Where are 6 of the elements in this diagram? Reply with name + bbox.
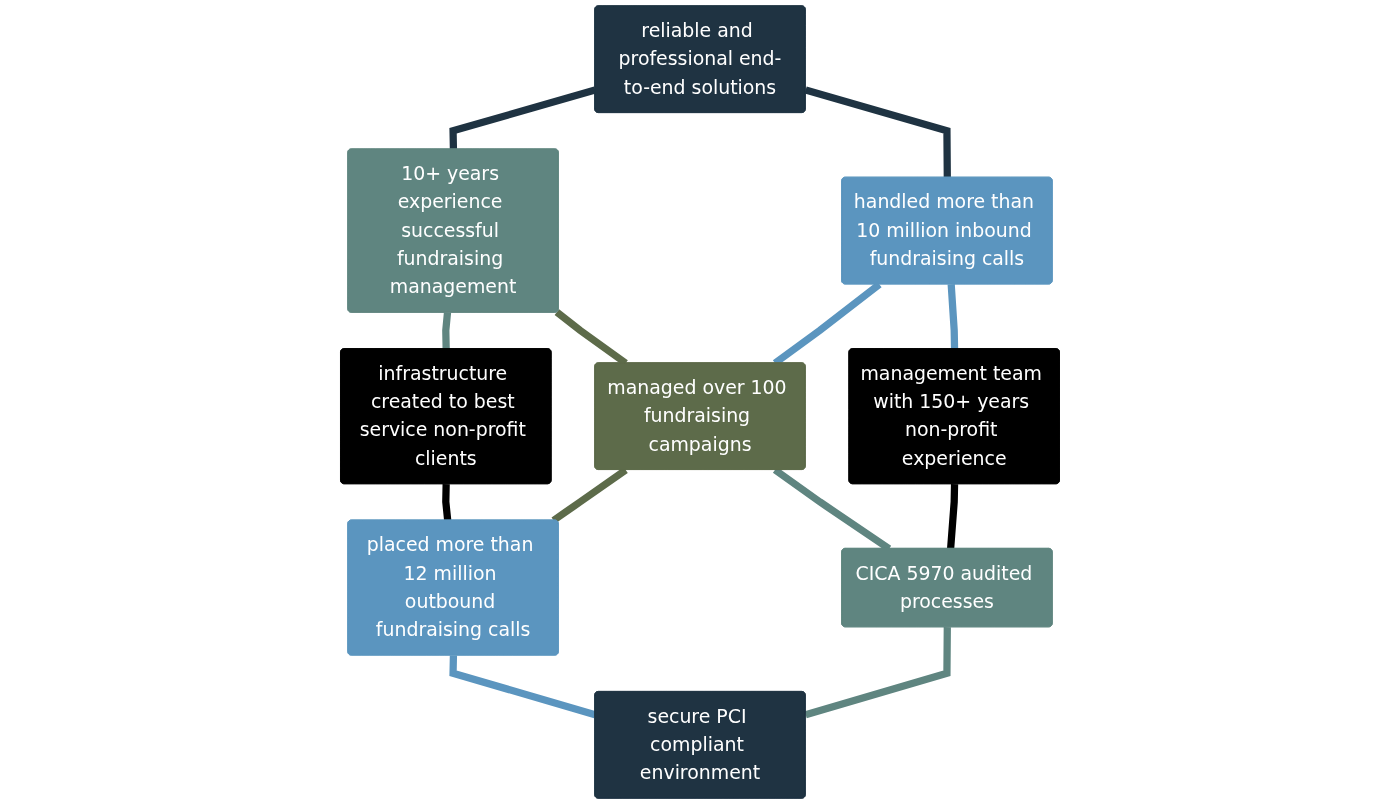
connector <box>442 484 452 521</box>
connector <box>804 86 951 178</box>
connector <box>947 284 959 350</box>
connector <box>804 627 951 719</box>
connector <box>947 484 959 549</box>
connector <box>442 312 452 350</box>
